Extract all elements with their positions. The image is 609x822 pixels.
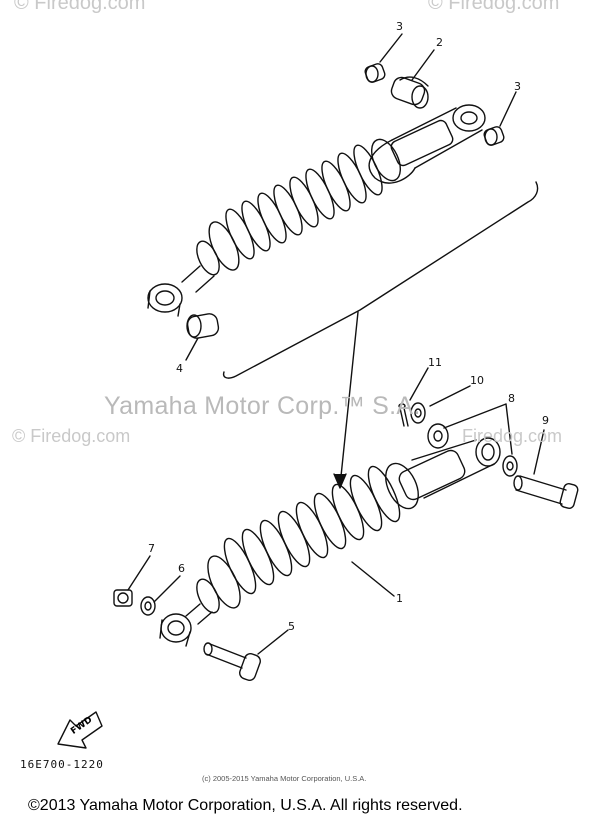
washer-6	[140, 596, 156, 616]
part-code: 16E700-1220	[20, 758, 104, 771]
callout-1: 1	[396, 592, 403, 605]
fwd-arrow-icon	[57, 711, 103, 749]
upper-shock-absorber	[147, 104, 486, 317]
watermark-center: Yamaha Motor Corp.™ S.A.	[104, 392, 421, 420]
callout-8: 8	[508, 392, 515, 405]
callout-6: 6	[178, 562, 185, 575]
footer-copyright: ©2013 Yamaha Motor Corporation, U.S.A. A…	[28, 797, 463, 814]
callout-5: 5	[288, 620, 295, 633]
bolt-5	[203, 642, 261, 681]
washer-8b	[502, 455, 518, 477]
watermark-top-left: © Firedog.com	[14, 0, 146, 14]
fine-print-copyright: (c) 2005-2015 Yamaha Motor Corporation, …	[202, 774, 367, 783]
callout-2: 2	[436, 36, 443, 49]
upper-bushing-3a	[364, 63, 386, 83]
upper-rubber-bushing-2	[390, 76, 429, 109]
washer-10	[410, 402, 426, 424]
callout-10: 10	[470, 374, 484, 387]
watermark-mid-left: © Firedog.com	[12, 426, 131, 446]
bolt-9	[513, 475, 579, 509]
callout-3-right: 3	[514, 80, 521, 93]
nut-7	[113, 589, 133, 607]
cotter-pin-11	[398, 403, 409, 427]
callout-11: 11	[428, 356, 442, 369]
watermark-top-right: © Firedog.com	[428, 0, 560, 14]
watermark-mid-right: Firedog.com	[462, 426, 563, 446]
upper-spring	[225, 144, 383, 260]
upper-rubber-bushing-4	[186, 313, 220, 339]
lower-shock-absorber	[159, 437, 501, 647]
callout-4: 4	[176, 362, 183, 375]
upper-bushing-3b	[483, 126, 505, 146]
lower-spring	[223, 465, 401, 595]
callout-3-top: 3	[396, 20, 403, 33]
collar-8a	[427, 423, 449, 449]
callout-7: 7	[148, 542, 155, 555]
callout-9: 9	[542, 414, 549, 427]
